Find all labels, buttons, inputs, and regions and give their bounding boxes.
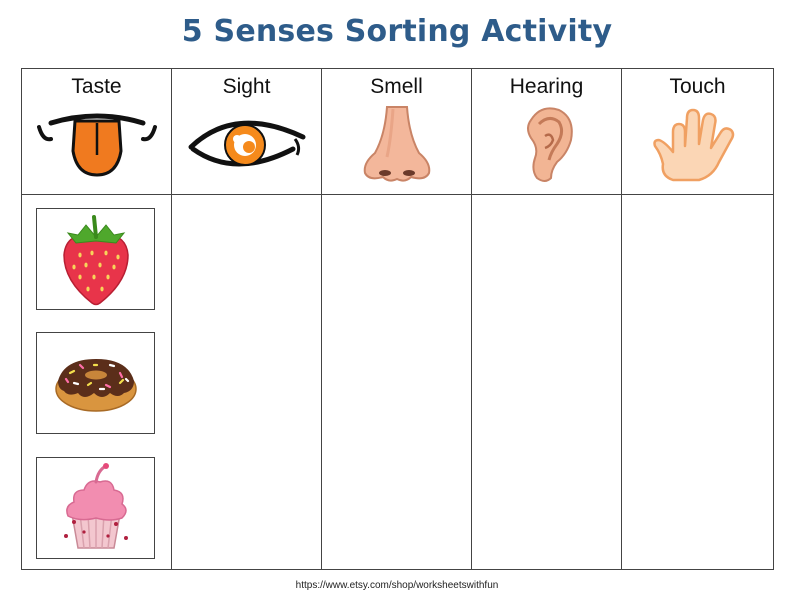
column-header-touch: Touch [622,69,773,195]
sorting-table: Taste Sight Smell [21,68,774,570]
footer-url: https://www.etsy.com/shop/worksheetswith… [295,580,499,591]
picture-card-strawberry[interactable] [36,208,155,310]
eye-icon [188,120,305,167]
cupcake-icon [63,463,128,549]
column-label-smell: Smell [370,75,423,98]
column-body-sight[interactable] [172,195,322,569]
column-header-smell: Smell [322,69,472,195]
donut-icon [54,359,137,412]
column-body-hearing[interactable] [472,195,622,569]
strawberry-icon [62,215,129,306]
column-label-sight: Sight [222,75,271,98]
column-header-taste: Taste [22,69,172,195]
column-body-touch[interactable] [622,195,773,569]
nose-icon [363,106,430,182]
column-label-hearing: Hearing [509,75,584,98]
column-label-touch: Touch [669,75,726,98]
picture-card-donut[interactable] [36,332,155,434]
ear-icon [526,107,573,182]
column-body-taste[interactable] [22,195,172,569]
picture-card-cupcake[interactable] [36,457,155,559]
column-label-taste: Taste [71,75,122,98]
column-body-smell[interactable] [322,195,472,569]
tongue-icon [36,113,157,177]
column-header-hearing: Hearing [472,69,622,195]
hand-icon [652,108,734,182]
page-title: 5 Senses Sorting Activity [181,14,613,49]
column-header-sight: Sight [172,69,322,195]
